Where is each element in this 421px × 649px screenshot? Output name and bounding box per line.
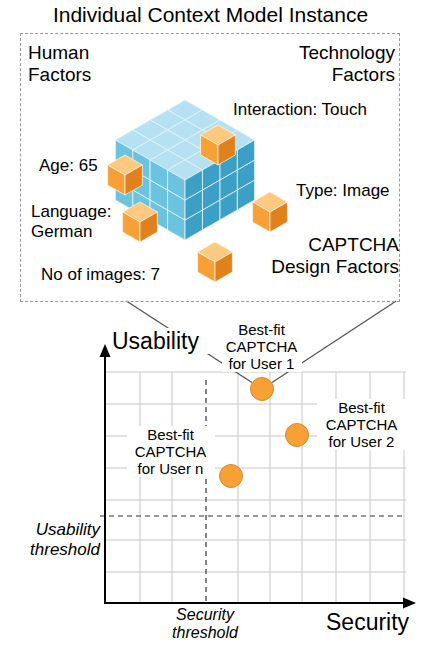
cube (108, 155, 143, 195)
point-label: Best-fit CAPTCHA for User 1 (222, 321, 302, 373)
point-label: Best-fit CAPTCHA for User 2 (317, 399, 407, 451)
cube-face (253, 202, 270, 232)
grid-line (172, 372, 173, 603)
y-axis (104, 354, 106, 604)
attribute-label: Age: 65 (39, 156, 119, 176)
cube-face (168, 170, 185, 200)
attribute-label: Language: German (31, 202, 123, 241)
captcha-point: Best-fit CAPTCHA for User n (219, 464, 243, 488)
cube-face (108, 165, 125, 195)
cube-face (140, 212, 157, 242)
factor-label: CAPTCHA Design Factors (264, 234, 399, 278)
cube-face (237, 140, 254, 170)
security-threshold-line (205, 380, 206, 603)
axis-arrowhead (100, 344, 111, 357)
cube-face (185, 170, 202, 200)
cube-face (218, 135, 235, 165)
cube-face (150, 160, 167, 190)
attribute-label: Interaction: Touch (233, 100, 393, 120)
grid-line (105, 500, 406, 501)
threshold-label: Usability threshold (8, 520, 100, 559)
threshold-label: Security threshold (150, 606, 260, 643)
x-axis (104, 602, 406, 604)
cube-face (198, 252, 215, 282)
point-label: Best-fit CAPTCHA for User n (127, 426, 215, 478)
captcha-point: Best-fit CAPTCHA for User 1 (250, 377, 274, 401)
cube-face (270, 202, 287, 232)
axis-arrowhead (403, 598, 416, 609)
cube (168, 160, 203, 200)
grid-line (302, 372, 303, 603)
axis-label: Usability (112, 328, 222, 354)
cube (123, 202, 158, 242)
attribute-label: No of images: 7 (41, 265, 201, 285)
grid-line (105, 540, 406, 541)
heading: Individual Context Model Instance (0, 3, 421, 27)
grid-line (105, 572, 406, 573)
grid-line (238, 372, 239, 603)
axis-label: Security (326, 609, 418, 635)
cube (201, 125, 236, 165)
cube (253, 192, 288, 232)
attribute-label: Type: Image (296, 181, 396, 201)
factor-label: Technology Factors (289, 42, 395, 86)
cube-face (201, 135, 218, 165)
cube (198, 242, 233, 282)
usability-threshold-line (100, 515, 406, 516)
grid-line (140, 372, 141, 603)
factor-label: Human Factors (28, 42, 120, 86)
grid-lines (105, 372, 406, 603)
context-model-box: Individual Context Model InstanceHuman F… (20, 33, 400, 302)
cube-face (123, 212, 140, 242)
cube-face (215, 252, 232, 282)
cube-face (125, 165, 142, 195)
grid-line (270, 372, 271, 603)
captcha-point: Best-fit CAPTCHA for User 2 (285, 423, 309, 447)
